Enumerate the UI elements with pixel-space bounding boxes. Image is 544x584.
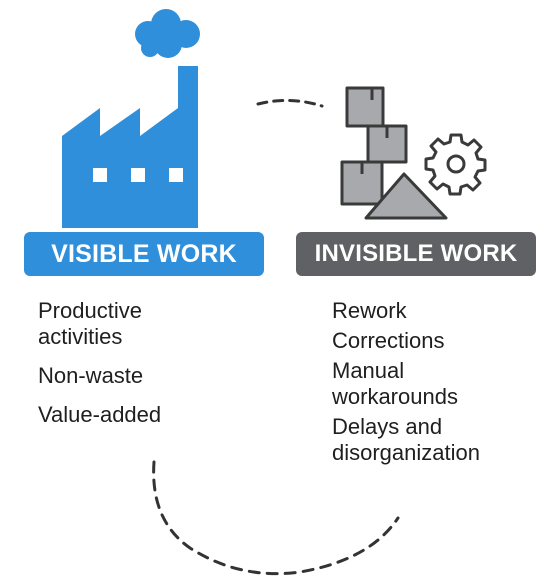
list-item: Value-added: [38, 402, 161, 428]
list-item: Non-waste: [38, 363, 161, 389]
list-item: Delays and disorganization: [332, 414, 480, 466]
invisible-work-list: Rework Corrections Manual workarounds De…: [332, 298, 480, 470]
triangle-pile-icon: [364, 172, 448, 220]
invisible-item-disorganization: disorganization: [332, 440, 480, 465]
invisible-item-manual: Manual: [332, 358, 405, 383]
list-item: Manual workarounds: [332, 358, 480, 410]
list-item: Productive activities: [38, 298, 161, 350]
visible-work-badge: VISIBLE WORK: [24, 232, 264, 276]
invisible-item-workarounds: workarounds: [332, 384, 458, 409]
dashed-connector-top: [256, 98, 324, 108]
dashed-loop-bottom: [152, 460, 400, 576]
factory-icon: [62, 66, 198, 228]
invisible-work-label: INVISIBLE WORK: [314, 240, 518, 267]
smoke-cloud-icon: [135, 9, 200, 58]
invisible-item-delays: Delays and: [332, 414, 443, 439]
list-item: Rework: [332, 298, 480, 324]
visible-item-productive: Productive: [38, 298, 142, 323]
list-item: Corrections: [332, 328, 480, 354]
visible-work-label: VISIBLE WORK: [51, 239, 237, 268]
stacked-boxes-icon: [340, 86, 408, 206]
visible-work-list: Productive activities Non-waste Value-ad…: [38, 298, 161, 441]
gear-icon: [424, 133, 487, 196]
visible-item-non-waste: Non-waste: [38, 363, 144, 388]
visible-item-activities: activities: [38, 324, 123, 349]
invisible-item-corrections: Corrections: [332, 328, 445, 353]
visible-item-value-added: Value-added: [38, 402, 162, 427]
invisible-item-rework: Rework: [332, 298, 407, 323]
invisible-work-badge: INVISIBLE WORK: [296, 232, 536, 276]
